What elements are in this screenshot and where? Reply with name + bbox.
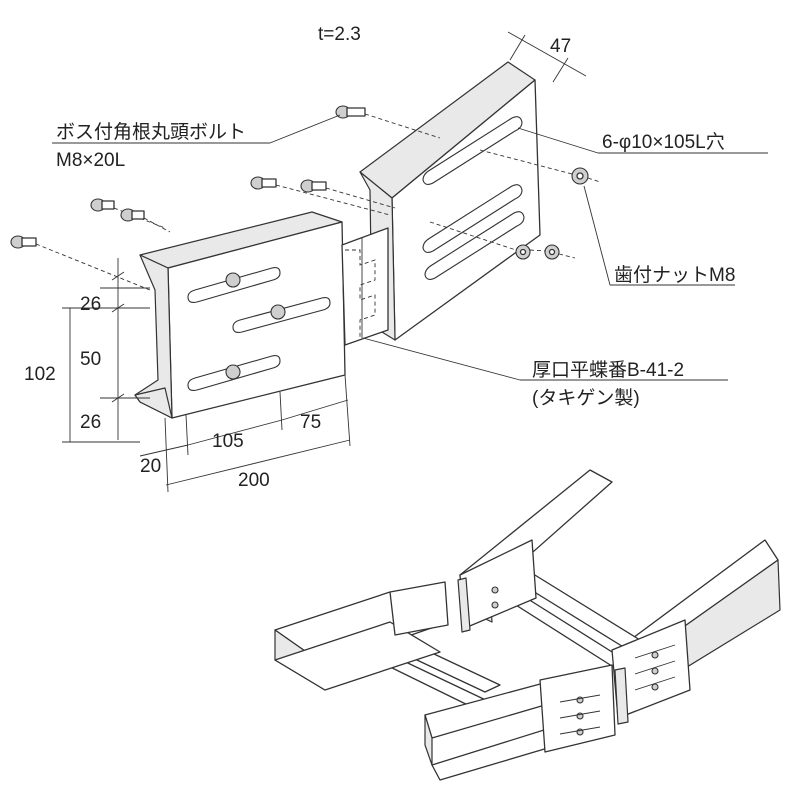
dim-200: 200 <box>238 470 270 491</box>
bolt-icon <box>10 105 441 291</box>
hinge-maker-label: (タキゲン製) <box>532 387 640 409</box>
left-bracket-plate <box>134 211 346 419</box>
hinge-name-label: 厚口平蝶番B-41-2 <box>532 359 684 381</box>
plate-slots-lower <box>559 644 676 735</box>
nut-icon <box>429 149 601 260</box>
right-plate-slots <box>422 116 525 281</box>
bolt-size-label: M8×20L <box>56 150 125 171</box>
dim-50: 50 <box>80 349 101 370</box>
width-47-label: 47 <box>550 36 571 57</box>
cable-ladder-assembly <box>274 469 781 781</box>
slot-holes-label: 6-φ10×105L穴 <box>602 131 725 153</box>
dim-75: 75 <box>300 412 321 433</box>
bolt-name-label: ボス付角根丸頭ボルト <box>56 121 246 143</box>
nut-icon <box>491 586 659 736</box>
dim-20: 20 <box>140 456 161 477</box>
dimension-47 <box>507 31 587 83</box>
dim-102: 102 <box>24 364 56 385</box>
dim-26-bottom: 26 <box>80 412 101 433</box>
nut-label: 歯付ナットM8 <box>614 264 735 286</box>
thickness-label: t=2.3 <box>318 24 361 45</box>
hinge-icon <box>341 227 389 346</box>
nut-icon <box>225 272 286 380</box>
vertical-dimensions <box>62 258 150 443</box>
dim-105: 105 <box>212 431 244 452</box>
callout-leaders <box>52 114 768 381</box>
horizontal-dimensions <box>139 374 351 493</box>
dim-26-top: 26 <box>80 294 101 315</box>
